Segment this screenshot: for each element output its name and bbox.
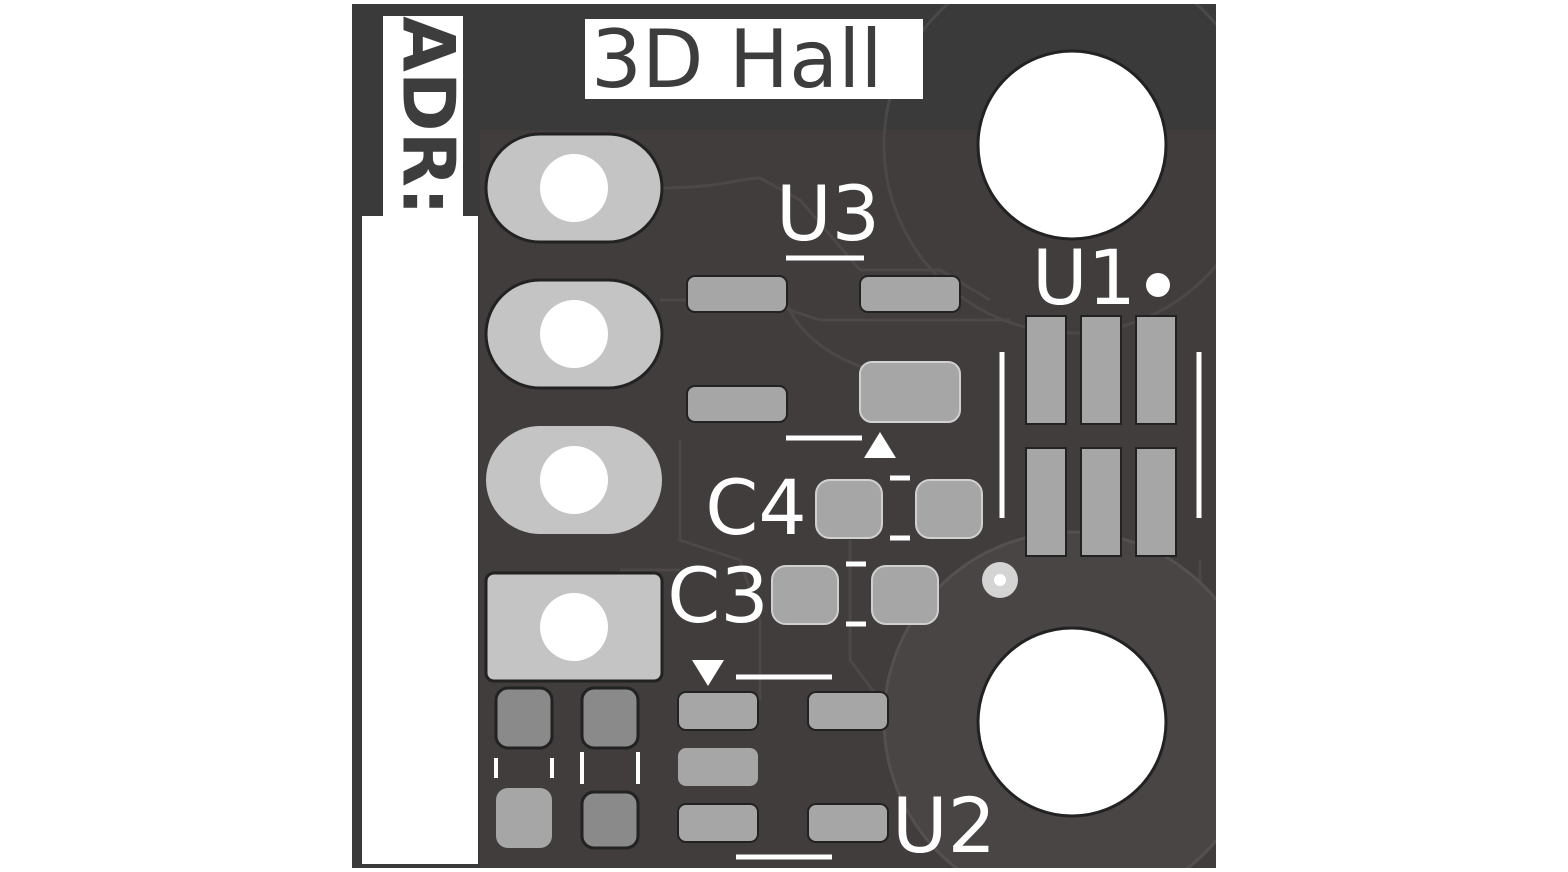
u1-pad — [1025, 447, 1067, 557]
u2-pad — [677, 691, 759, 731]
u1-pads — [1025, 315, 1177, 557]
u2-label: U2 — [892, 781, 996, 870]
u1-pad — [1135, 315, 1177, 425]
title-clip: 3D Hall — [591, 13, 883, 106]
drill-hole — [540, 446, 608, 514]
mounting-hole — [976, 49, 1168, 241]
drill-hole — [540, 300, 608, 368]
c3-pad — [871, 565, 939, 625]
c3-pad — [771, 565, 839, 625]
u3-pad-large — [859, 361, 961, 423]
u3-pad — [686, 275, 788, 313]
address-write-area — [362, 216, 478, 864]
c4-pad — [915, 479, 983, 539]
triangle-marker-icon — [692, 660, 724, 686]
u1-pad — [1080, 447, 1122, 557]
drill-hole — [540, 593, 608, 661]
u1-pad — [1135, 447, 1177, 557]
jumper-pad — [494, 686, 554, 750]
jumper-pad — [496, 788, 552, 848]
jumper-pad — [580, 686, 640, 750]
mounting-hole — [976, 626, 1168, 818]
u3-label: U3 — [776, 169, 880, 258]
address-jumpers — [494, 686, 640, 850]
board-title: 3D Hall — [591, 13, 883, 106]
u2-pad — [807, 803, 889, 843]
address-label: ADR: — [386, 16, 470, 216]
c3-label: C3 — [667, 551, 768, 640]
address-label-box — [383, 16, 463, 216]
drill-hole — [540, 154, 608, 222]
via-drill — [994, 574, 1006, 586]
u2-pad — [678, 748, 758, 786]
jumper-pad — [580, 790, 640, 850]
dot-marker-icon — [1146, 273, 1170, 297]
connector-pads — [484, 132, 664, 683]
u2-pad — [677, 803, 759, 843]
u1-pad — [1025, 315, 1067, 425]
triangle-marker-icon — [864, 432, 896, 458]
u1-pad — [1080, 315, 1122, 425]
u1-label: U1 — [1032, 233, 1136, 322]
u3-pad — [686, 385, 788, 423]
c4-pad — [815, 479, 883, 539]
u3-pad — [859, 275, 961, 313]
c4-label: C4 — [705, 463, 806, 552]
u2-pad — [807, 691, 889, 731]
courtyard-outline — [882, 4, 1216, 335]
title-box — [585, 19, 923, 99]
